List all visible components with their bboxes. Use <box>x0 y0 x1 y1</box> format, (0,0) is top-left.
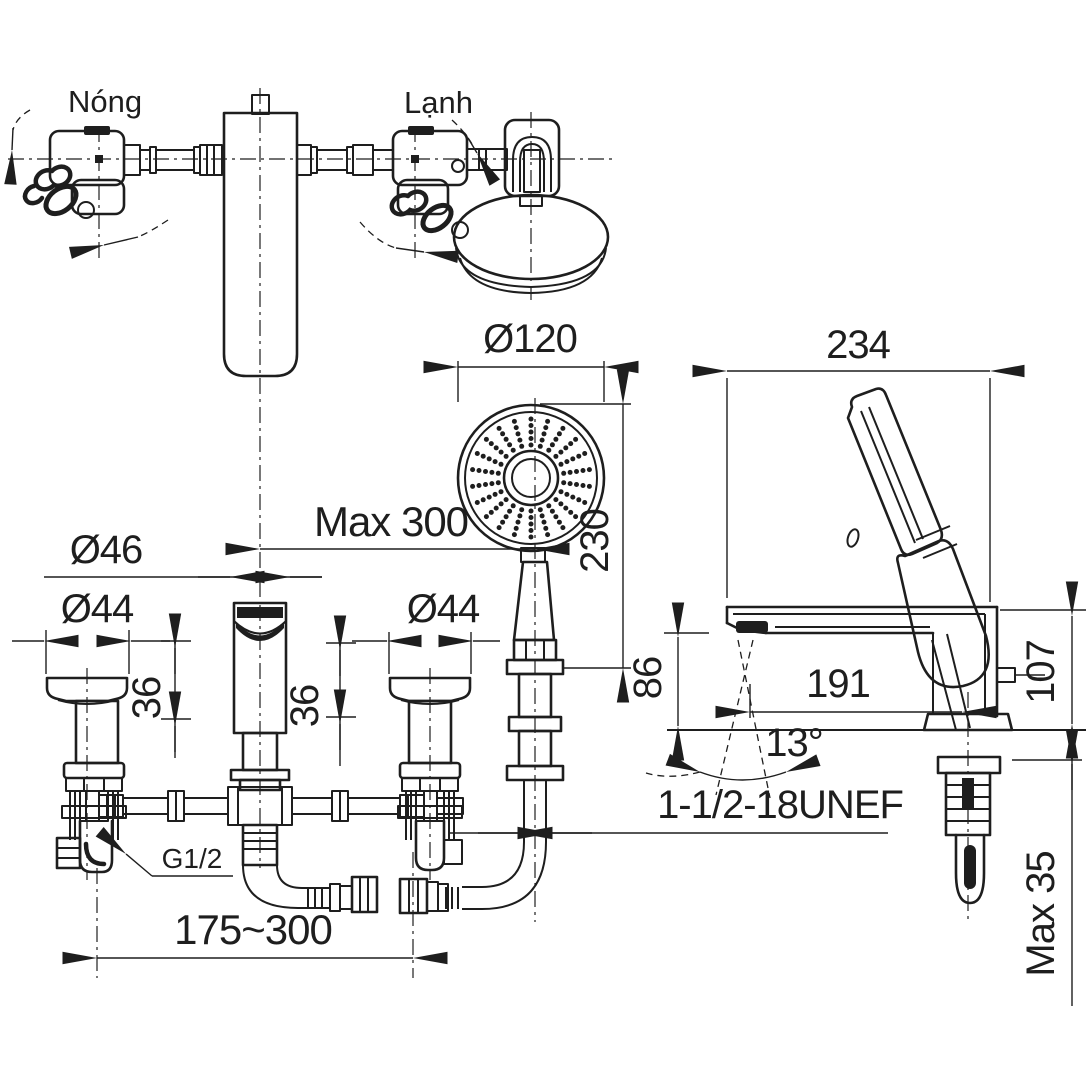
dim-left-handle-height-group: 36 <box>125 613 191 758</box>
cold-turn-arrow <box>395 247 460 264</box>
dim-shower-height: 230 <box>573 509 617 573</box>
dim-shower-head-diameter: Ø120 <box>483 317 577 361</box>
dim-mount-thread-group: 1-1/2-18UNEF <box>448 783 904 840</box>
dim-right-handle-diameter-group: Ø44 <box>352 587 500 674</box>
dim-left-handle-diameter-group: Ø44 <box>12 587 170 674</box>
tailpiece-side <box>936 692 1002 920</box>
dim-body-height: 107 <box>1019 640 1063 704</box>
dim-shower-hose-reach: Max 300 <box>314 498 468 545</box>
dim-spout-angle: 13° <box>765 721 823 765</box>
shower-column-front <box>398 638 565 915</box>
dim-inlet-thread-group: G1/2 <box>95 826 233 877</box>
shower-handle-front <box>512 560 556 642</box>
spray-pattern <box>470 416 592 540</box>
hot-rotation-arc <box>12 109 31 131</box>
front-view: Ø120 Max 300 230 Ø46 Ø44 <box>12 317 904 978</box>
dim-spout-reach: 191 <box>806 662 870 706</box>
dim-right-handle-height-group: 36 <box>283 615 356 766</box>
left-pipe-top <box>123 144 223 176</box>
top-view: Nóng Lạnh <box>4 84 614 600</box>
cold-label-leader <box>467 137 501 186</box>
cold-water-label: Lạnh <box>404 85 473 120</box>
dim-spout-clearance: 86 <box>626 657 670 700</box>
dim-overall-depth: 234 <box>826 323 890 367</box>
dim-shower-height-group: 230 <box>540 369 631 703</box>
spout-front <box>229 601 291 792</box>
supply-pipe-front <box>85 786 464 826</box>
shower-hose-braid <box>437 883 459 912</box>
spout-hose-front <box>241 823 379 914</box>
dim-deck-thickness: Max 35 <box>1019 851 1063 976</box>
handshower-holder-tab <box>996 667 1016 683</box>
right-handle-front <box>388 676 472 872</box>
hot-turn-arrow <box>68 236 139 259</box>
dim-inlet-span: 175~300 <box>174 906 332 953</box>
dim-overall-depth-group: 234 <box>692 323 1025 602</box>
spout-side <box>725 605 999 635</box>
hot-valve-top <box>22 126 126 219</box>
dim-shower-hose-reach-group: Max 300 <box>225 498 570 556</box>
dim-spout-angle-group: 13° <box>645 639 824 799</box>
dim-spout-reach-group: 191 <box>715 662 997 719</box>
dim-left-handle-diameter: Ø44 <box>61 587 134 631</box>
dim-mount-thread: 1-1/2-18UNEF <box>657 783 903 827</box>
dim-inlet-span-group: 175~300 <box>62 852 448 978</box>
dim-spout-clearance-group: 86 <box>626 602 709 761</box>
dim-spout-diameter-group: Ø46 <box>44 528 322 584</box>
dim-body-height-group: 107 <box>1000 581 1086 759</box>
dim-spout-diameter: Ø46 <box>70 528 143 572</box>
right-pipe-top <box>296 144 394 176</box>
dim-shower-head-diameter-group: Ø120 <box>423 317 639 402</box>
dim-right-handle-height: 36 <box>283 685 327 728</box>
cold-valve-top <box>389 126 469 239</box>
dim-left-handle-height: 36 <box>125 677 169 720</box>
side-view: 234 86 191 13° 107 <box>626 323 1086 1006</box>
dim-right-handle-diameter: Ø44 <box>407 587 480 631</box>
dim-deck-thickness-group: Max 35 <box>1012 729 1086 1006</box>
hot-water-label: Nóng <box>68 84 142 119</box>
dim-inlet-thread: G1/2 <box>162 843 223 874</box>
spout-top <box>222 94 299 378</box>
